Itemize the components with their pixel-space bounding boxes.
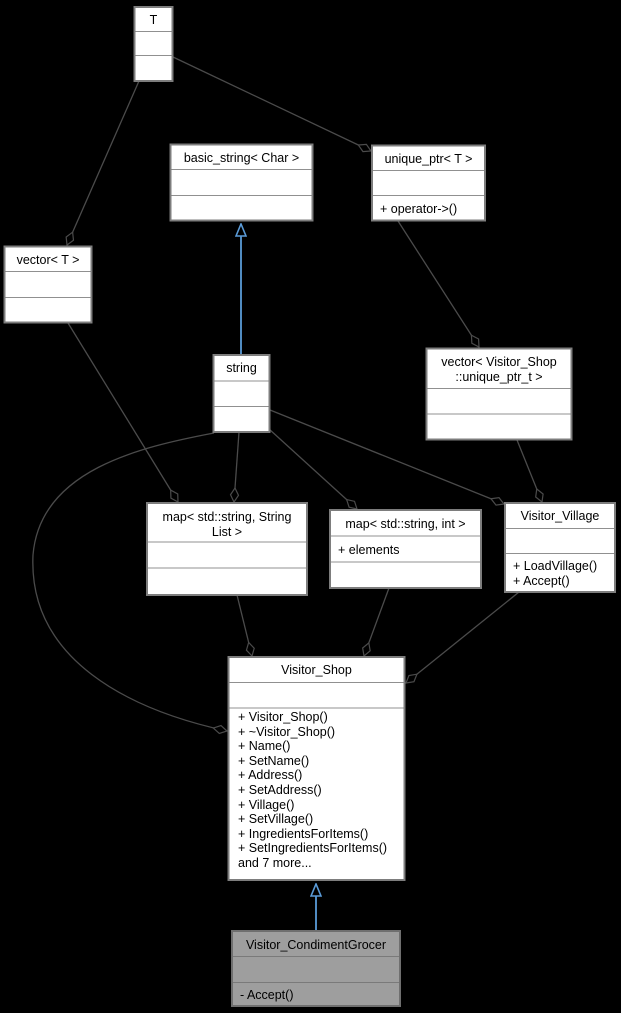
- class-method: + Address(): [238, 768, 302, 782]
- class-title-line2: ::unique_ptr_t >: [455, 370, 542, 384]
- class-method: + IngredientsForItems(): [238, 827, 368, 841]
- class-node-map-string-int[interactable]: map< std::string, int > + elements: [329, 509, 482, 589]
- class-title: basic_string< Char >: [184, 151, 299, 165]
- class-title: Visitor_Shop: [281, 663, 352, 677]
- edge-aggregation-shop-of-map-stringlist: [236, 594, 252, 656]
- class-node-visitor-village[interactable]: Visitor_Village + LoadVillage() + Accept…: [504, 502, 616, 593]
- edge-aggregation-shop-of-map-int: [364, 587, 390, 656]
- class-method: + Visitor_Shop(): [238, 710, 328, 724]
- class-box: [212, 354, 271, 433]
- class-method: + SetVillage(): [238, 812, 313, 826]
- class-method: + SetName(): [238, 754, 309, 768]
- class-method: + Accept(): [513, 574, 570, 588]
- class-title-line1: vector< Visitor_Shop: [441, 355, 557, 369]
- class-box: [133, 6, 174, 82]
- class-box: [425, 347, 573, 441]
- class-title-line2: List >: [212, 525, 242, 539]
- class-method: + operator->(): [380, 202, 457, 216]
- class-node-vector-visitor-shop[interactable]: vector< Visitor_Shop ::unique_ptr_t >: [425, 347, 573, 441]
- edge-aggregation-vector-vs-of-unique-ptr: [397, 220, 479, 347]
- class-title: unique_ptr< T >: [385, 152, 473, 166]
- class-method: - Accept(): [240, 988, 294, 1002]
- class-method: + LoadVillage(): [513, 559, 597, 573]
- class-node-string[interactable]: string: [212, 354, 271, 433]
- class-node-visitor-shop[interactable]: Visitor_Shop + Visitor_Shop() + ~Visitor…: [227, 656, 406, 881]
- class-box: [371, 144, 486, 222]
- class-box: [231, 930, 401, 1007]
- class-title-line1: map< std::string, String: [163, 510, 292, 524]
- edge-aggregation-shop-of-village: [406, 591, 520, 683]
- class-method: + SetIngredientsForItems(): [238, 841, 387, 855]
- edge-aggregation-map-stringlist-of-string: [234, 431, 240, 502]
- class-title: vector< T >: [17, 253, 80, 267]
- class-method-more: and 7 more...: [238, 856, 312, 870]
- class-node-map-string-list[interactable]: map< std::string, String List >: [146, 502, 308, 596]
- edge-aggregation-shop-of-string-curve: [32, 432, 227, 731]
- edge-aggregation-map-stringlist-of-vector-t: [67, 322, 178, 502]
- class-method: + Village(): [238, 798, 294, 812]
- class-box: [169, 143, 314, 222]
- edge-aggregation-vector-t-of-t: [67, 80, 140, 245]
- class-attribute: + elements: [338, 543, 400, 557]
- class-title: map< std::string, int >: [345, 517, 465, 531]
- edge-aggregation-map-int-of-string: [268, 428, 357, 509]
- class-title: Visitor_Village: [521, 509, 600, 523]
- class-node-vector-t[interactable]: vector< T >: [3, 245, 93, 324]
- class-node-basic-string[interactable]: basic_string< Char >: [169, 143, 314, 222]
- class-method: + Name(): [238, 739, 290, 753]
- class-box: [504, 502, 616, 593]
- class-node-t[interactable]: T: [133, 6, 174, 82]
- class-method: + SetAddress(): [238, 783, 322, 797]
- class-node-unique-ptr[interactable]: unique_ptr< T > + operator->(): [371, 144, 486, 222]
- class-box: [146, 502, 308, 596]
- class-box: [3, 245, 93, 324]
- edge-aggregation-village-of-string: [269, 409, 504, 504]
- class-title: string: [226, 361, 257, 375]
- class-box: [329, 509, 482, 589]
- class-title: Visitor_CondimentGrocer: [246, 938, 386, 952]
- class-method: + ~Visitor_Shop(): [238, 725, 335, 739]
- edge-aggregation-village-of-vector-vs: [516, 439, 542, 502]
- edge-aggregation-unique-ptr-of-t: [172, 56, 371, 151]
- class-node-visitor-condiment-grocer[interactable]: Visitor_CondimentGrocer - Accept(): [231, 930, 401, 1007]
- class-box: [227, 656, 406, 881]
- class-title: T: [150, 13, 158, 27]
